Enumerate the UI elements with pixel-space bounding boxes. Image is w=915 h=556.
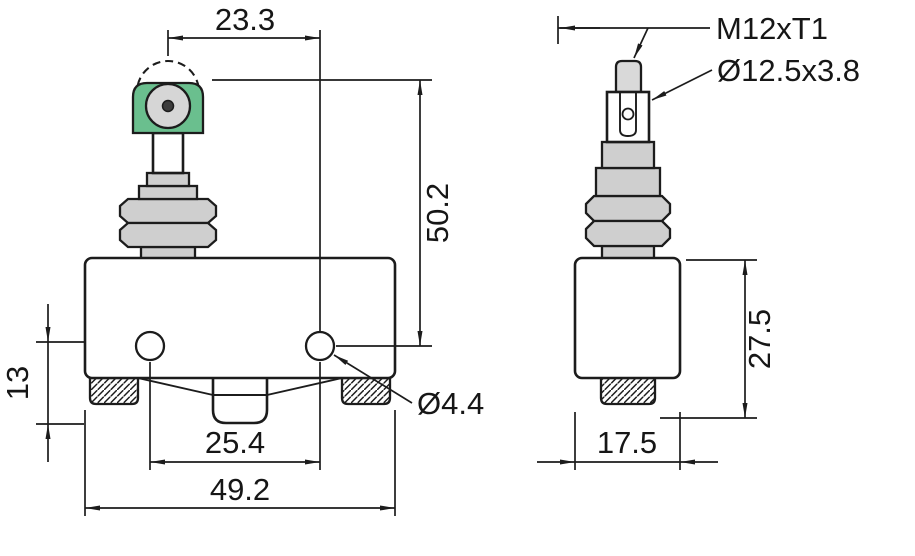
front-view: 23.3 50.2 13 25.4: [0, 2, 484, 516]
clevis-pin: [621, 107, 635, 121]
hex-nut-lower: [118, 221, 218, 249]
mounting-hole-left: [134, 330, 166, 362]
callout-roller: Ø12.5x3.8: [651, 53, 860, 101]
side-view: M12xT1 Ø12.5x3.8 27.5 17.5: [537, 11, 860, 470]
dim-body-width: 17.5: [537, 412, 718, 470]
leader-line: [633, 27, 649, 59]
label-roller: Ø12.5x3.8: [717, 53, 860, 88]
switch-body: [83, 256, 397, 380]
dim-hole-to-base: 13: [0, 304, 84, 462]
plunger-collar-lower: [137, 184, 199, 201]
dim-label-17-5: 17.5: [597, 425, 657, 460]
dim-label-49-2: 49.2: [210, 472, 270, 507]
plunger-shaft: [151, 131, 185, 175]
bottom-chamfer-line-right: [266, 377, 343, 396]
dim-top-to-hole: 50.2: [212, 79, 455, 347]
dim-hole-spacing: 25.4: [149, 362, 321, 470]
side-plunger-tip: [614, 59, 643, 94]
dim-label-13: 13: [0, 366, 35, 400]
dim-body-height: 27.5: [660, 259, 777, 419]
dim-total-width: 49.2: [84, 410, 396, 516]
plunger-collar-upper: [145, 171, 191, 188]
callout-hole-diameter: Ø4.4: [333, 354, 484, 421]
side-switch-body: [573, 256, 682, 380]
dim-label-25-4: 25.4: [205, 425, 265, 460]
terminal-right: [340, 376, 392, 406]
roller-pin: [161, 99, 175, 113]
mounting-hole-right: [304, 330, 336, 362]
label-thread: M12xT1: [716, 11, 828, 46]
side-bushing-lower: [594, 166, 662, 198]
side-hex-nut-upper: [584, 194, 672, 223]
leader-line: [333, 354, 413, 404]
dim-label-27-5: 27.5: [742, 309, 777, 369]
side-terminal: [599, 376, 657, 406]
side-bushing-upper: [600, 140, 656, 170]
clevis-slot: [619, 92, 637, 137]
dim-label-50-2: 50.2: [420, 183, 455, 243]
dim-label-23-3: 23.3: [215, 2, 275, 37]
hex-nut-upper: [118, 197, 218, 225]
leader-line: [651, 69, 713, 101]
dim-label-hole-diameter: Ø4.4: [417, 386, 484, 421]
terminal-left: [88, 376, 140, 406]
bottom-plunger: [211, 378, 269, 425]
side-hex-nut-lower: [584, 219, 672, 248]
callout-thread: M12xT1: [557, 11, 828, 59]
